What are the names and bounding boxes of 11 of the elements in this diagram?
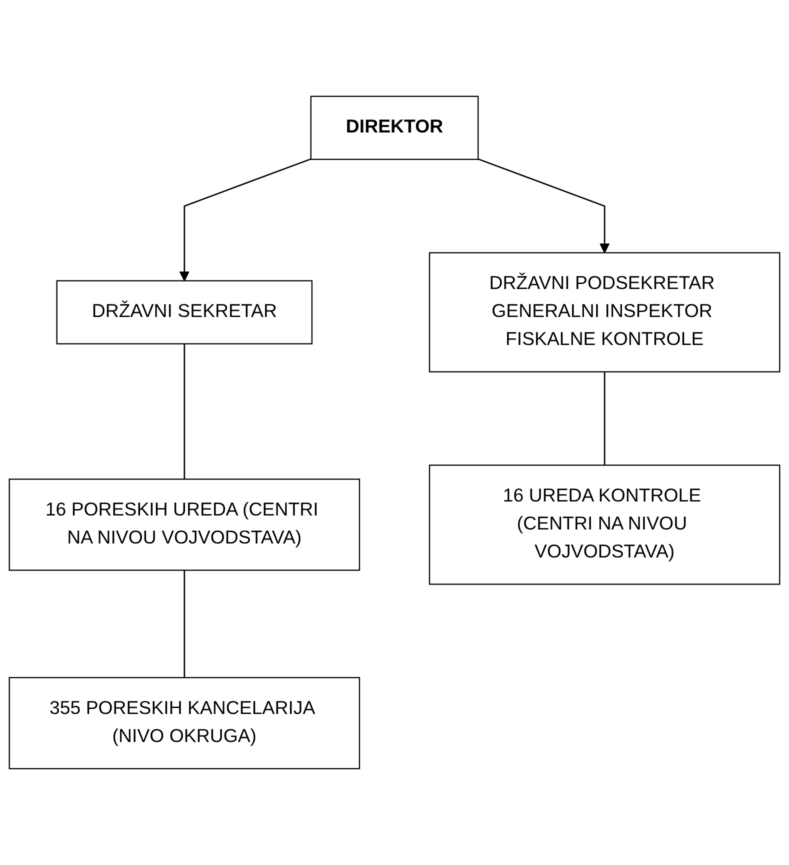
arrow <box>478 158 610 254</box>
node-box <box>8 478 360 571</box>
node-box <box>428 464 780 585</box>
node-box <box>310 96 479 160</box>
node-box <box>428 252 780 372</box>
node-box <box>8 677 360 770</box>
connector <box>184 344 186 480</box>
node-box <box>56 280 313 344</box>
connector <box>184 570 186 678</box>
arrow <box>179 158 312 282</box>
connector <box>604 372 606 466</box>
